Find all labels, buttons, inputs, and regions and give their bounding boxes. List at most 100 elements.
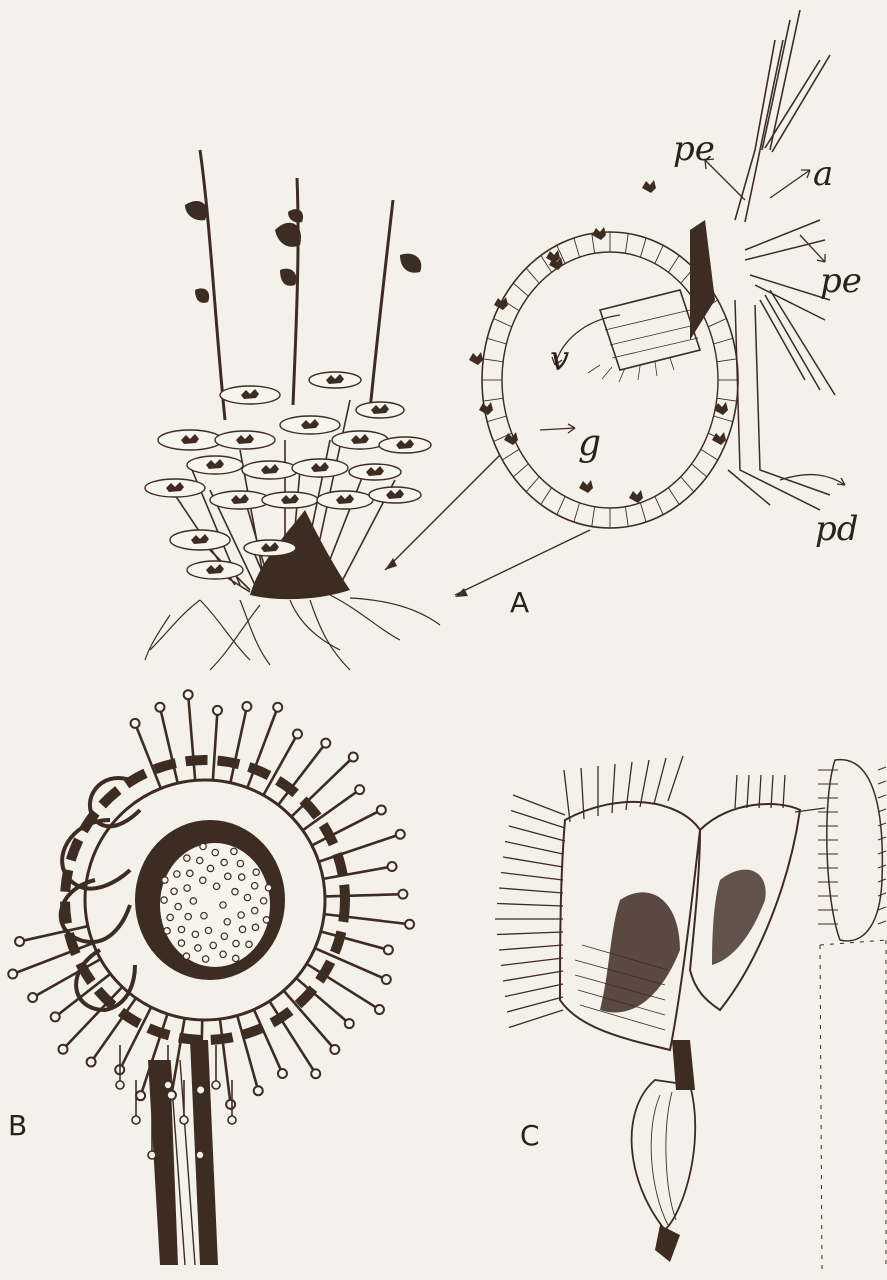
label-v: v	[550, 339, 569, 379]
sessile-gland	[200, 877, 206, 883]
cell-division	[574, 238, 577, 248]
detail-tooth	[878, 823, 886, 826]
cilium	[783, 775, 785, 808]
cell-division	[533, 477, 540, 485]
cell-division	[521, 464, 529, 471]
flytrap-lobe-shading	[600, 892, 680, 1012]
cell-division	[625, 243, 626, 253]
sessile-gland	[221, 933, 227, 939]
sessile-gland	[238, 912, 244, 918]
cell-division	[541, 255, 546, 263]
label-a: a	[813, 154, 833, 194]
detail-tooth	[878, 767, 886, 770]
cilium	[503, 971, 563, 981]
cilium	[564, 770, 570, 822]
flytrap-stem-end	[655, 1225, 680, 1262]
gland	[579, 480, 593, 493]
pitcher-disc	[317, 491, 373, 509]
tentacle	[184, 690, 196, 780]
gland	[629, 490, 643, 503]
cell-division	[494, 437, 503, 441]
panel-a-pitcher-section	[385, 10, 845, 597]
sessile-gland	[190, 898, 196, 904]
cell-division	[714, 341, 724, 344]
cilium	[513, 795, 565, 815]
detail-tooth	[878, 781, 886, 784]
cell-division	[627, 517, 628, 527]
tentacle	[220, 1019, 235, 1109]
cell-division	[643, 238, 646, 248]
tentacle	[269, 1001, 320, 1078]
pitcher-disc	[309, 372, 361, 388]
cilium	[507, 997, 563, 1012]
sessile-gland	[210, 942, 216, 948]
cell-division	[655, 254, 659, 263]
sessile-gland	[178, 940, 184, 946]
sessile-gland	[260, 898, 266, 904]
cell-division	[546, 488, 551, 496]
sessile-gland	[233, 940, 239, 946]
flytrap-leaf-detail	[827, 760, 883, 941]
cell-division	[557, 506, 561, 515]
label-g: g	[578, 423, 601, 464]
sessile-gland	[231, 848, 237, 854]
pitcher-disc	[292, 459, 348, 477]
cell-division	[727, 359, 737, 360]
cell-division	[503, 323, 512, 327]
cell-division	[513, 470, 521, 477]
cilium	[735, 775, 737, 808]
tentacle	[213, 706, 222, 780]
cell-division	[640, 503, 643, 513]
sessile-gland	[183, 953, 189, 959]
cell-division	[533, 276, 540, 284]
cilium	[509, 826, 565, 841]
pitcher-disc	[379, 437, 431, 453]
cell-division	[487, 338, 497, 341]
sessile-gland	[233, 955, 239, 961]
pitcher-disc	[356, 402, 404, 418]
flytrap-detail-stalk	[820, 940, 887, 1270]
pitcher-disc	[170, 530, 230, 550]
cilium	[612, 764, 615, 813]
detail-tooth	[878, 893, 886, 896]
cell-division	[727, 400, 737, 401]
gland	[469, 352, 483, 365]
cell-division	[709, 455, 717, 460]
cell-division	[717, 360, 727, 361]
tentacle	[58, 987, 122, 1054]
cell-division	[502, 455, 510, 460]
sessile-gland	[237, 860, 243, 866]
cell-division	[561, 496, 565, 505]
pitcher-disc	[349, 464, 401, 480]
pitcher-disc	[158, 430, 222, 450]
cell-division	[681, 276, 688, 284]
bladder-inner-wall	[502, 252, 718, 508]
panel-b-sundew-leaf	[8, 690, 414, 1265]
cell-division	[493, 360, 503, 361]
gland	[479, 402, 493, 415]
cilium	[503, 857, 563, 867]
pitcher-disc	[187, 561, 243, 579]
label-pe-right: pe	[820, 261, 862, 301]
detail-tooth	[878, 921, 886, 924]
sessile-gland	[178, 926, 184, 932]
sessile-gland	[244, 894, 250, 900]
tentacle	[132, 1080, 140, 1124]
sessile-gland	[212, 849, 218, 855]
tentacle	[278, 739, 330, 805]
tentacle	[323, 862, 396, 879]
plant-roots	[145, 595, 440, 670]
cell-division	[483, 400, 493, 401]
cell-division	[723, 338, 733, 341]
panel-label-c: C	[520, 1119, 540, 1152]
cell-division	[577, 503, 580, 513]
pitcher-disc	[242, 461, 298, 479]
label-pd: pd	[815, 509, 859, 549]
sessile-gland	[253, 869, 259, 875]
sessile-gland	[175, 903, 181, 909]
panel-label-b: B	[8, 1109, 27, 1142]
cell-division	[526, 268, 533, 276]
cell-division	[493, 398, 503, 399]
bladder-bristles	[745, 220, 835, 395]
